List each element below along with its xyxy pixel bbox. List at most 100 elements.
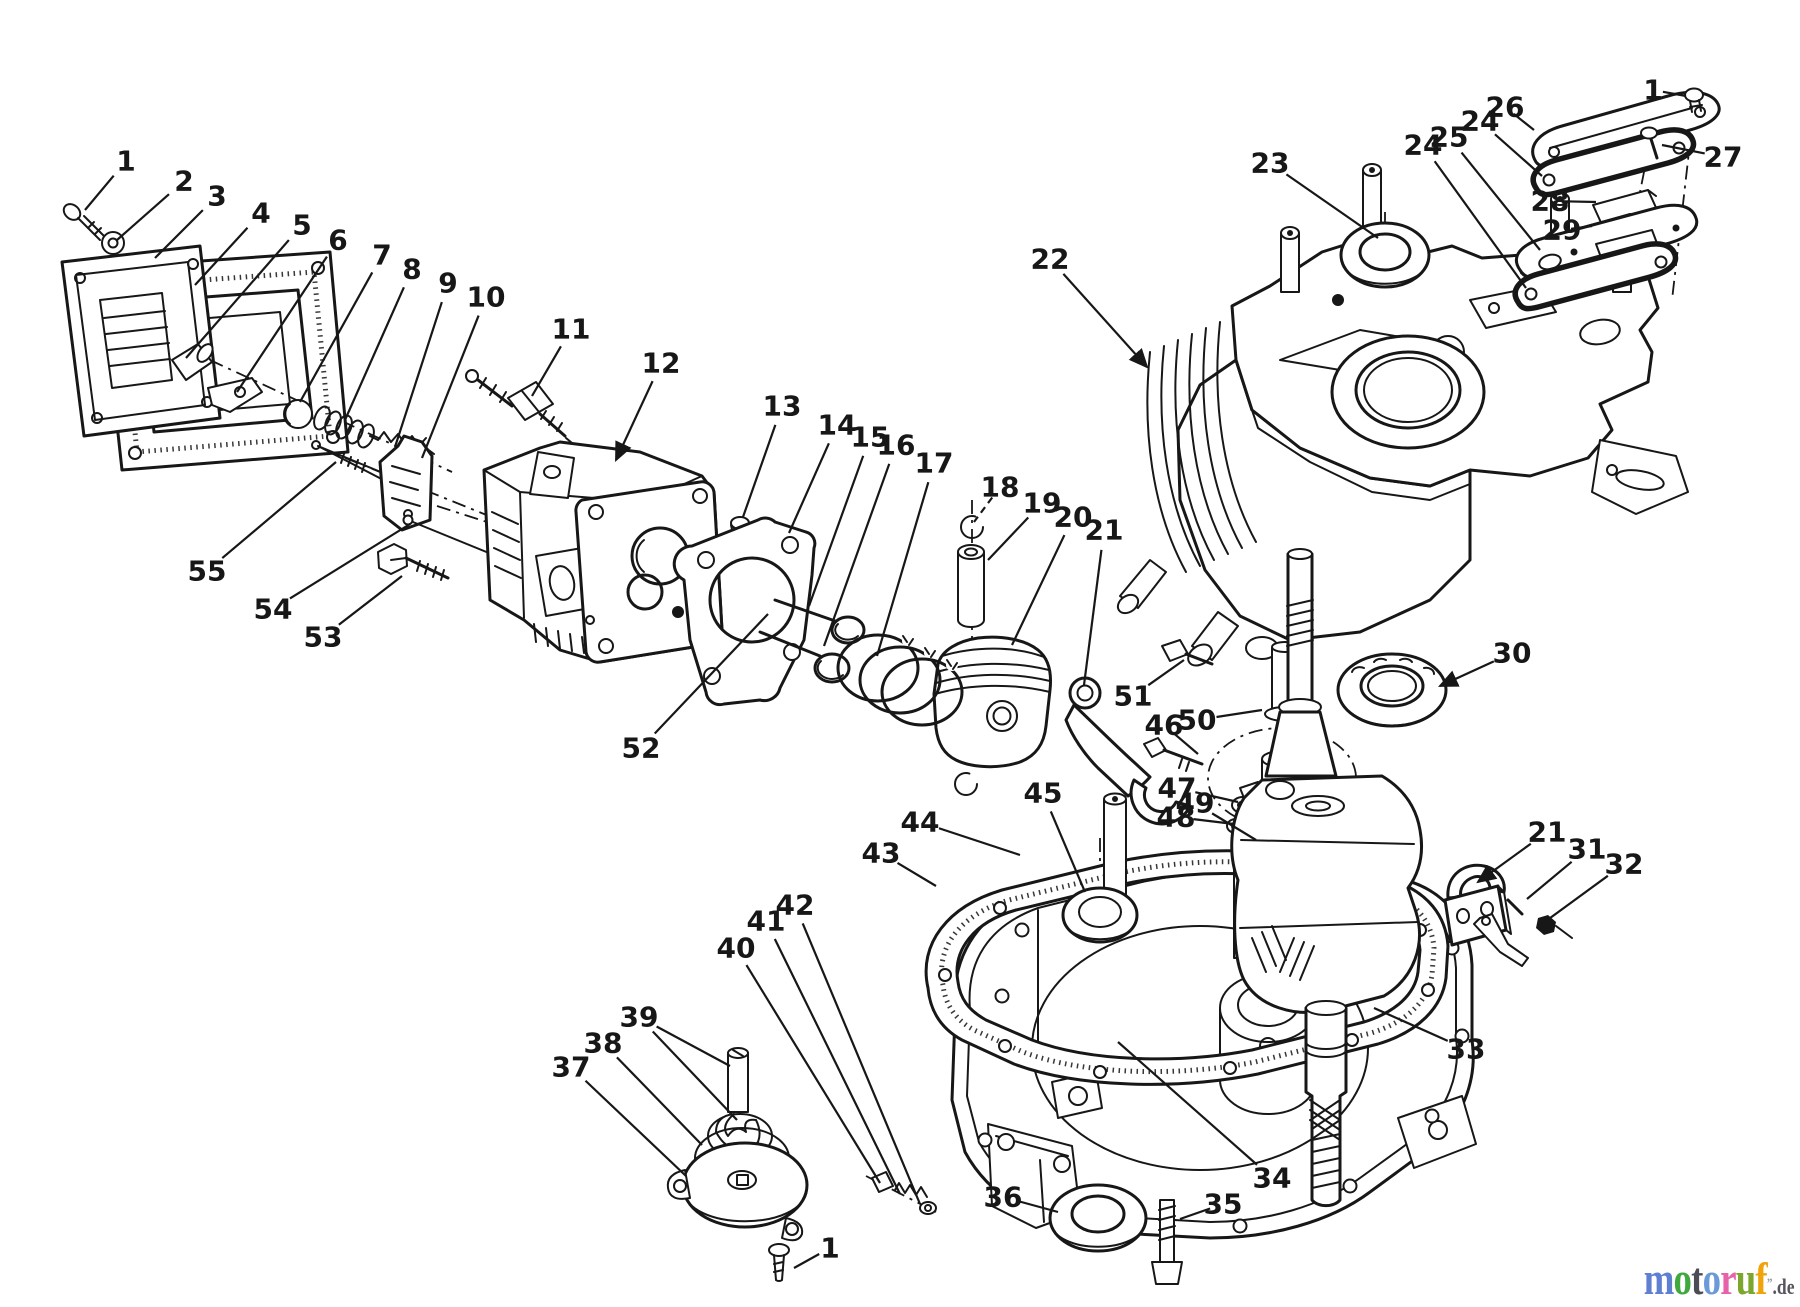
part-label-30: 30 — [1493, 637, 1532, 670]
leader-line — [1570, 224, 1593, 230]
camshaft-bolt — [1161, 639, 1214, 666]
leader-line — [1049, 810, 1087, 893]
leader-line — [531, 345, 562, 397]
lock-nut — [1536, 915, 1573, 939]
part-label-10: 10 — [467, 281, 506, 314]
leader-line — [1526, 860, 1573, 900]
pump-cover-screw — [768, 1243, 790, 1282]
part-label-25: 25 — [1430, 121, 1469, 154]
sump-bolt — [1151, 1199, 1183, 1285]
part-label-27: 27 — [1704, 141, 1743, 174]
watermark-letter: r — [1719, 1253, 1736, 1304]
part-label-36: 36 — [984, 1181, 1023, 1214]
leader-line — [1173, 732, 1199, 755]
leader-line — [289, 523, 411, 600]
leader-line — [1285, 173, 1379, 239]
leader-line — [875, 481, 930, 657]
watermark-tm-mark: ” — [1766, 1276, 1772, 1292]
leader-line — [1019, 1200, 1059, 1214]
leader-line — [1563, 200, 1597, 204]
leader-line — [1211, 812, 1257, 841]
part-label-34: 34 — [1253, 1162, 1292, 1195]
leader-line — [236, 256, 328, 393]
part-label-38: 38 — [584, 1027, 623, 1060]
part-label-31: 31 — [1568, 833, 1607, 866]
part-label-1: 1 — [1643, 74, 1662, 107]
leader-line — [1433, 160, 1527, 289]
leader-line — [116, 193, 170, 241]
valves — [758, 598, 866, 684]
leader-line — [741, 424, 777, 518]
leader-line — [938, 827, 1021, 857]
part-label-26: 26 — [1486, 91, 1525, 124]
part-label-13: 13 — [763, 390, 802, 423]
cylinder-head — [482, 440, 724, 664]
leader-line — [221, 461, 337, 559]
part-label-6: 6 — [328, 224, 347, 257]
muffler-bolt — [1640, 126, 1659, 160]
watermark-letter: o — [1702, 1253, 1720, 1304]
watermark-letter: u — [1735, 1253, 1755, 1304]
part-label-5: 5 — [292, 209, 311, 242]
exhaust-gasket-lower — [1512, 241, 1679, 312]
part-label-23: 23 — [1251, 147, 1290, 180]
leader-line — [745, 964, 881, 1184]
part-label-9: 9 — [438, 267, 457, 300]
part-label-1: 1 — [820, 1232, 839, 1265]
part-label-12: 12 — [642, 347, 681, 380]
piston — [932, 635, 1052, 769]
wrist-pin — [954, 515, 985, 796]
cup-washer — [283, 399, 313, 429]
part-label-21: 21 — [1528, 816, 1567, 849]
leader-line — [1513, 113, 1535, 131]
leader-line — [420, 315, 480, 459]
part-label-8: 8 — [402, 253, 421, 286]
leader-line — [1476, 842, 1532, 884]
oil-seal — [1048, 1183, 1148, 1253]
part-label-4: 4 — [251, 197, 270, 230]
part-label-47: 47 — [1158, 772, 1197, 805]
part-label-18: 18 — [981, 471, 1020, 504]
main-bearing — [1336, 652, 1448, 728]
part-label-43: 43 — [862, 837, 901, 870]
part-label-21: 21 — [1085, 514, 1124, 547]
bearing-collar — [1061, 886, 1139, 944]
leader-line — [1661, 143, 1705, 155]
part-label-48: 48 — [1157, 801, 1196, 834]
leader-line — [653, 613, 769, 735]
part-label-14: 14 — [818, 409, 857, 442]
leader-line — [299, 271, 374, 403]
breather-plug — [171, 343, 214, 381]
part-label-28: 28 — [1531, 185, 1570, 218]
part-label-37: 37 — [552, 1051, 591, 1084]
part-label-16: 16 — [877, 429, 916, 462]
muffler-assembly — [1512, 87, 1721, 312]
governor-bolt — [1143, 737, 1204, 772]
leader-line — [801, 923, 922, 1205]
part-label-50: 50 — [1178, 704, 1217, 737]
leader-line — [1117, 1041, 1258, 1166]
part-label-41: 41 — [747, 905, 786, 938]
leader-line — [1216, 708, 1263, 719]
leader-line — [651, 1030, 738, 1121]
watermark-letter: o — [1673, 1253, 1691, 1304]
leader-line — [1373, 1006, 1449, 1042]
part-label-1: 1 — [116, 145, 135, 178]
leader-line — [793, 1253, 820, 1269]
watermark-suffix: .de — [1772, 1274, 1794, 1299]
leader-line — [584, 1079, 687, 1177]
part-label-52: 52 — [622, 732, 661, 765]
head-bolt — [377, 543, 450, 581]
part-label-53: 53 — [304, 621, 343, 654]
part-label-55: 55 — [188, 555, 227, 588]
part-label-15: 15 — [851, 421, 890, 454]
leader-line — [1193, 818, 1235, 826]
leader-line — [615, 380, 654, 462]
part-label-20: 20 — [1054, 501, 1093, 534]
leader-line — [393, 301, 443, 448]
part-label-49: 49 — [1176, 787, 1215, 820]
part-label-46: 46 — [1145, 709, 1184, 742]
